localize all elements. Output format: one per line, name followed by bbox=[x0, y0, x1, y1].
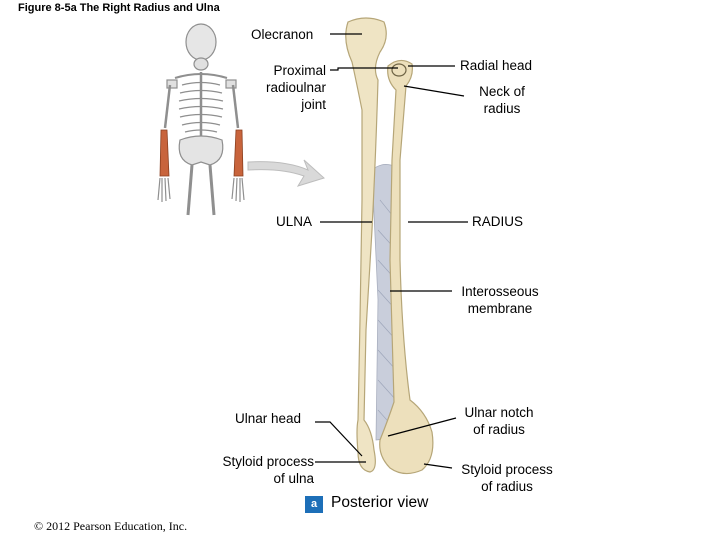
label-neck-of-radius: Neck of radius bbox=[462, 83, 542, 117]
ulna-bone bbox=[345, 17, 387, 473]
label-ulnar-head: Ulnar head bbox=[235, 411, 302, 426]
label-styloid-process-ulna: Styloid process of ulna bbox=[196, 453, 314, 487]
label-interosseous-line2: membrane bbox=[467, 301, 533, 316]
label-interosseous-membrane: Interosseous membrane bbox=[450, 283, 550, 317]
label-ulna: ULNA bbox=[276, 214, 313, 229]
leader-neck bbox=[403, 85, 465, 97]
label-proximal-line3: joint bbox=[301, 97, 326, 112]
label-proximal-line2: radioulnar bbox=[265, 80, 326, 95]
leader-ulnar-notch bbox=[387, 417, 457, 437]
label-olecranon: Olecranon bbox=[251, 27, 314, 42]
view-badge: a bbox=[305, 496, 323, 513]
label-ulnar-notch: Ulnar notch of radius bbox=[450, 404, 548, 438]
label-neck-line1: Neck of bbox=[479, 84, 525, 99]
label-neck-line2: radius bbox=[483, 101, 521, 116]
label-styloid-process-radius: Styloid process of radius bbox=[448, 461, 566, 495]
view-label: Posterior view bbox=[331, 494, 429, 511]
copyright: © 2012 Pearson Education, Inc. bbox=[34, 519, 188, 533]
label-proximal-line1: Proximal bbox=[273, 63, 326, 78]
leader-proximal bbox=[330, 67, 398, 71]
label-styloid-radius-line1: Styloid process bbox=[461, 462, 553, 477]
label-proximal-radioulnar-joint: Proximal radioulnar joint bbox=[240, 62, 326, 113]
label-radial-head: Radial head bbox=[460, 58, 533, 73]
label-interosseous-line1: Interosseous bbox=[461, 284, 539, 299]
skeleton-thumbnail bbox=[157, 23, 245, 216]
highlighted-forearms bbox=[159, 129, 244, 177]
figure-title: Figure 8-5a The Right Radius and Ulna bbox=[18, 2, 220, 14]
label-styloid-radius-line2: of radius bbox=[481, 479, 533, 494]
leader-ulnar-head bbox=[315, 421, 363, 457]
radius-bone bbox=[379, 59, 434, 475]
label-styloid-ulna-line1: Styloid process bbox=[222, 454, 314, 469]
pointer-arrow bbox=[247, 159, 325, 187]
leader-styloid-radius bbox=[423, 463, 453, 469]
radial-head-circle bbox=[391, 63, 407, 77]
label-styloid-ulna-line2: of ulna bbox=[273, 471, 314, 486]
label-ulnar-notch-line2: of radius bbox=[473, 422, 525, 437]
label-radius: RADIUS bbox=[472, 214, 524, 229]
label-ulnar-notch-line1: Ulnar notch bbox=[464, 405, 534, 420]
